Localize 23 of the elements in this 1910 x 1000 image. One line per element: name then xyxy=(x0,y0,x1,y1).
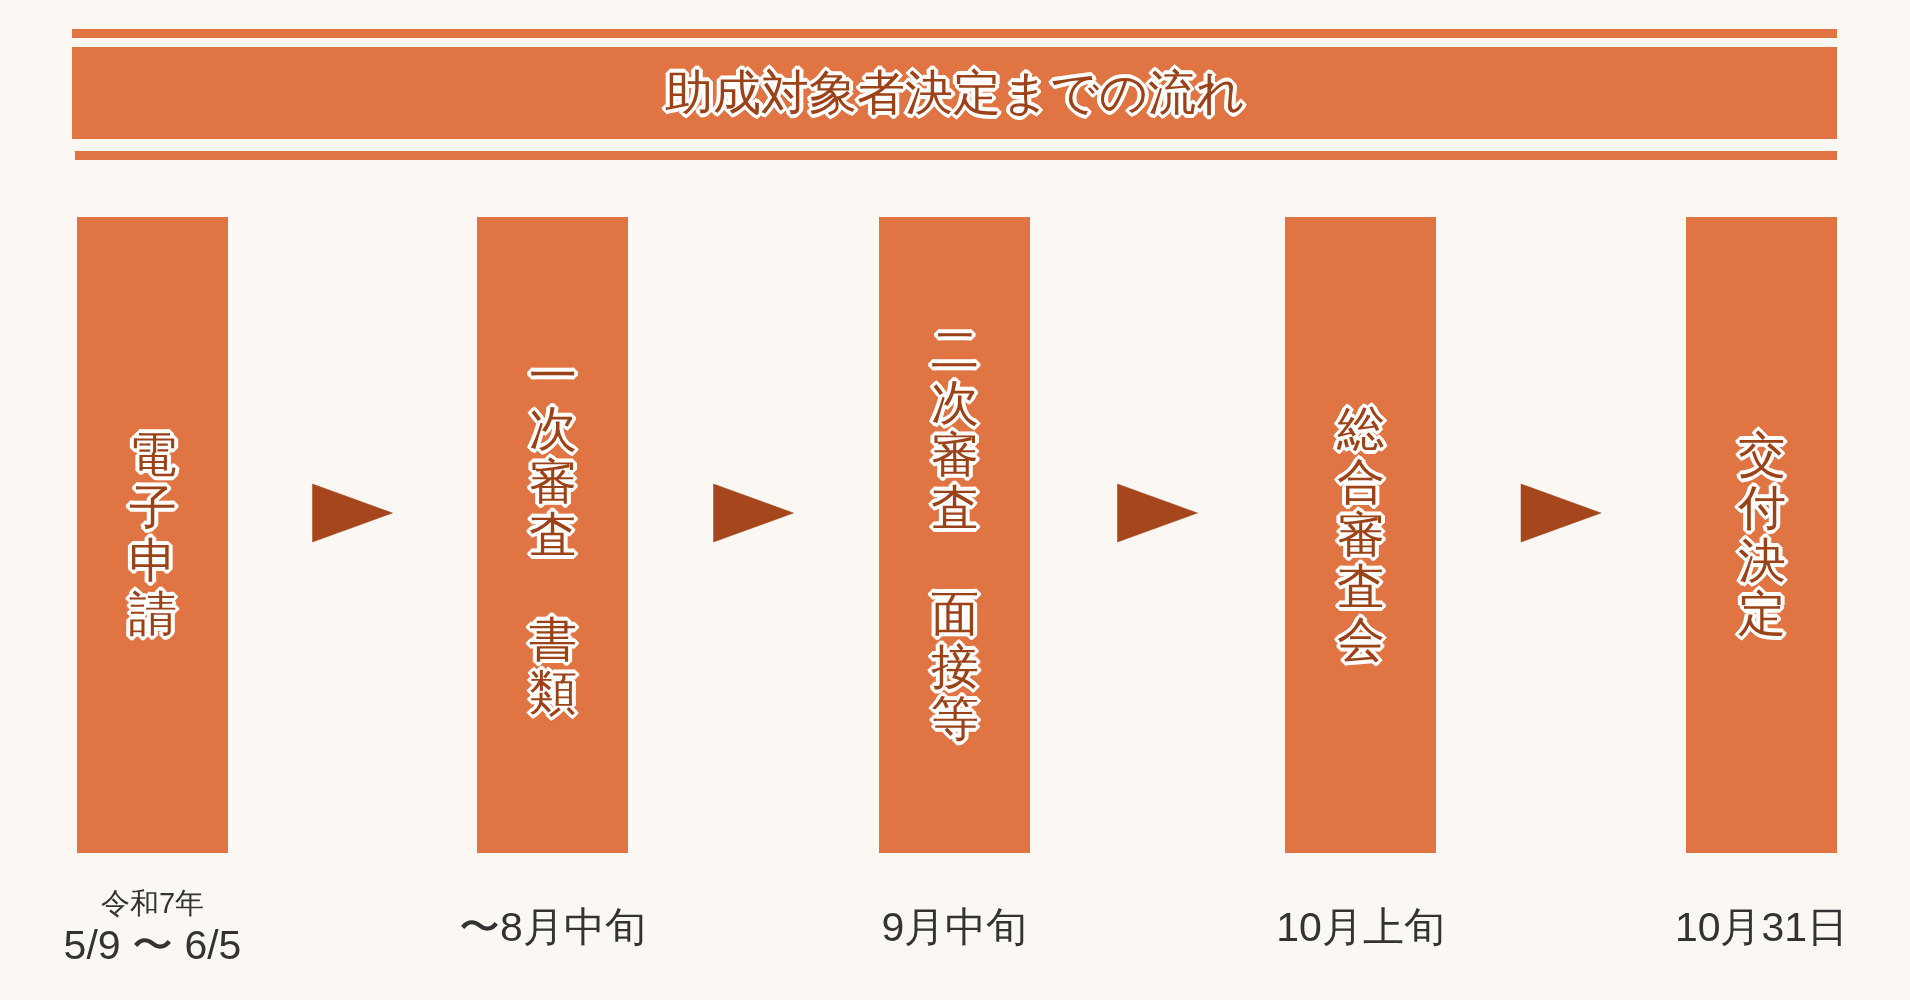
step-label: 電子申請 xyxy=(128,429,177,641)
step-label: 総合審査会 xyxy=(1336,403,1385,667)
date-label: 〜8月中旬 xyxy=(459,903,646,953)
arrow xyxy=(1520,483,1602,543)
date-label: 10月上旬 xyxy=(1276,903,1445,953)
date-label: 9月中旬 xyxy=(881,903,1028,953)
arrow xyxy=(713,483,794,543)
step-label: 交付決定 xyxy=(1737,429,1786,641)
arrow xyxy=(1117,483,1198,543)
date-label: 10月31日 xyxy=(1674,903,1849,953)
date-label: 5/9 〜 6/5 xyxy=(63,920,242,970)
step-label: 二次審査 xyxy=(930,323,979,535)
step-box xyxy=(477,217,628,853)
step-box xyxy=(1285,217,1436,853)
arrow xyxy=(312,483,393,543)
step-label: 面接等 xyxy=(930,587,979,747)
year-label: 令和7年 xyxy=(100,886,205,921)
title: 助成対象者決定までの流れ xyxy=(664,65,1245,122)
step-label: 書類 xyxy=(528,614,577,720)
step-box xyxy=(879,217,1030,853)
step-box xyxy=(1686,217,1837,853)
step-label: 一次審査 xyxy=(528,350,577,562)
step-box xyxy=(77,217,228,853)
